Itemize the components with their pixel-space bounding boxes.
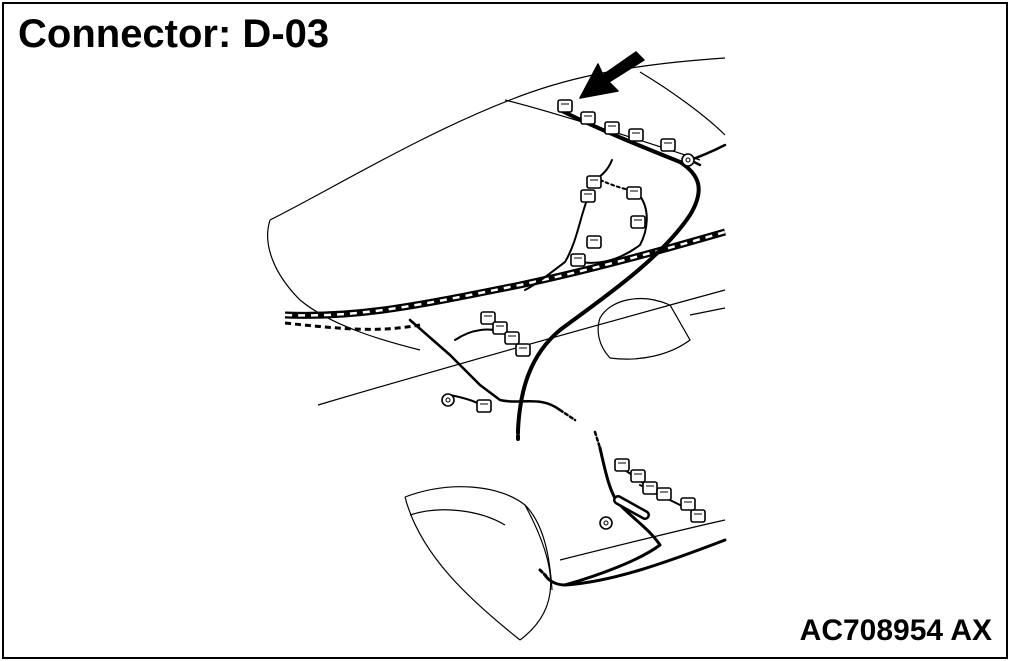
arrow-icon [579, 51, 645, 99]
car-body-outline [267, 57, 726, 641]
diagram-title: Connector: D-03 [18, 12, 330, 56]
connectors [441, 99, 706, 530]
harness-band [284, 228, 726, 331]
figure-code: AC708954 AX [799, 614, 992, 647]
